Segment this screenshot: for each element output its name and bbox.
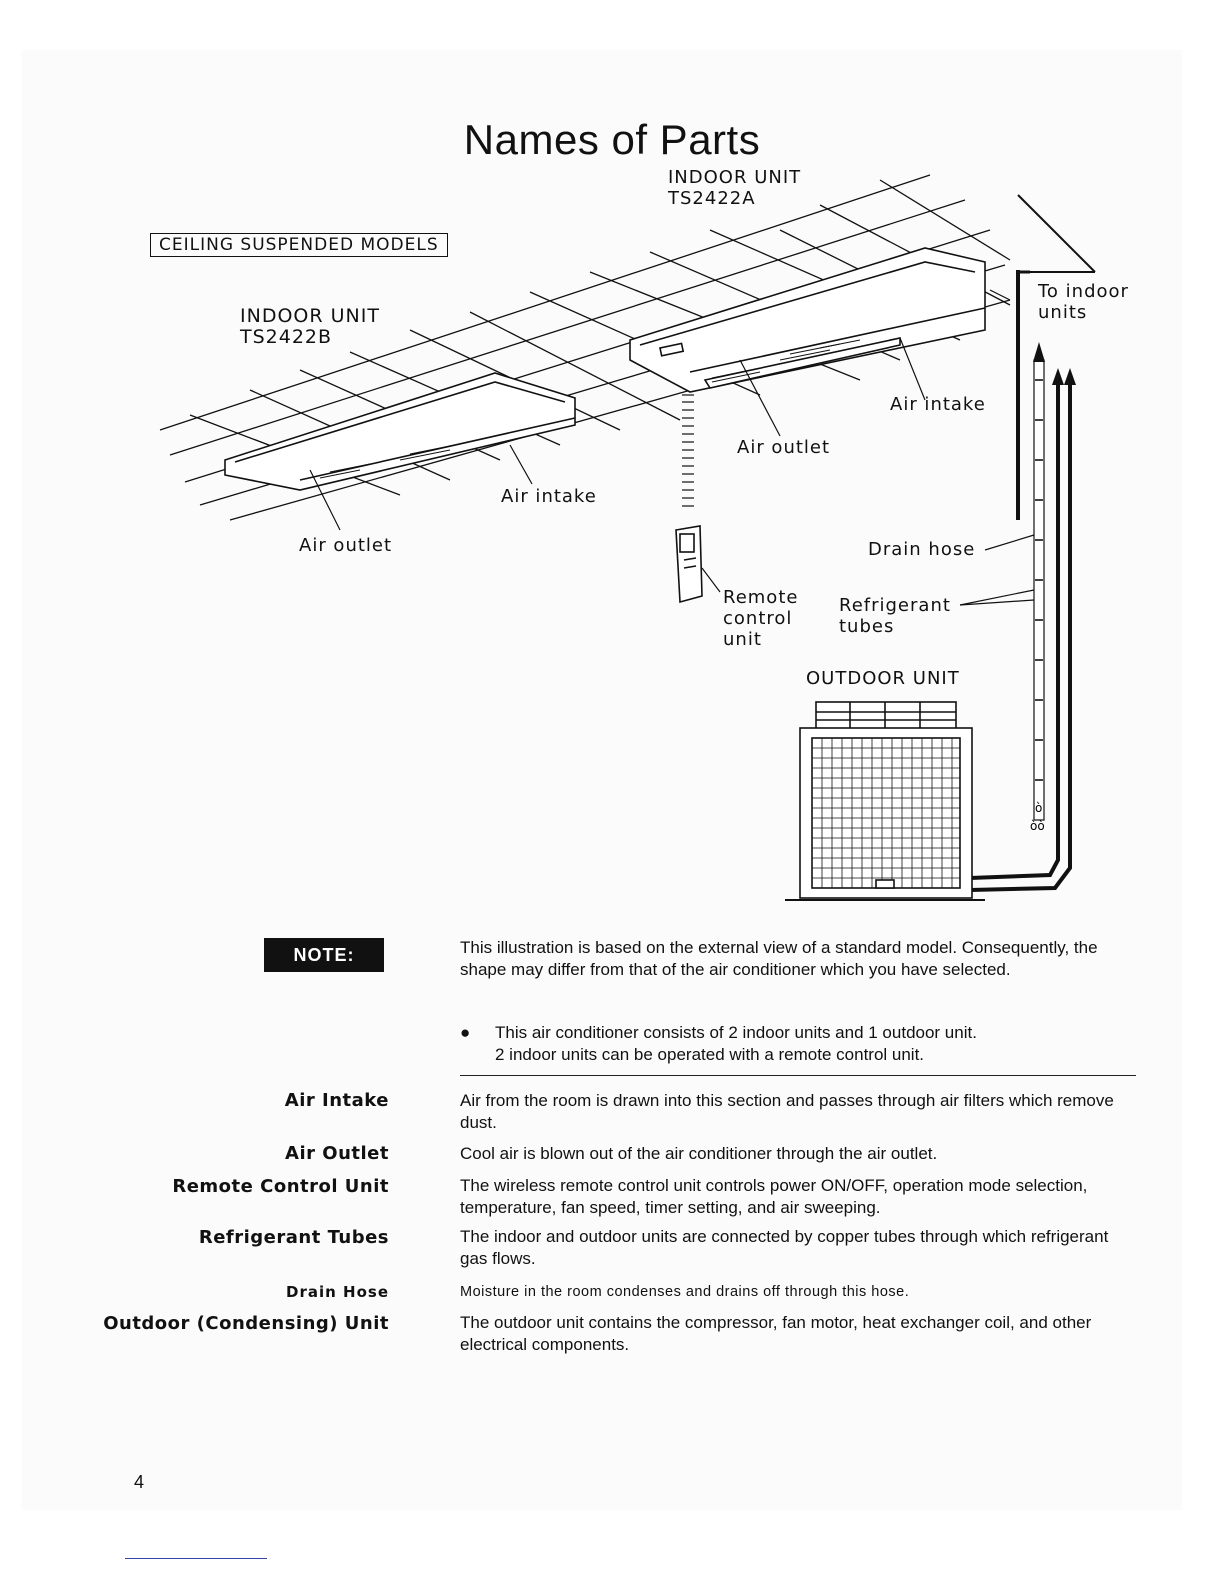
refrigerant-tubes-drawing: ò òò: [969, 270, 1076, 892]
leader-lines: [309, 289, 1035, 606]
models-box: CEILING SUSPENDED MODELS: [150, 233, 448, 257]
indoor-unit-a-title: INDOOR UNIT: [668, 167, 802, 188]
svg-text:ò: ò: [1035, 801, 1042, 815]
page-title: Names of Parts: [463, 116, 761, 164]
indoor-unit-b-label: INDOOR UNIT TS2422B: [240, 306, 380, 348]
tube-dividers: [1035, 379, 1043, 781]
indoor-unit-b-drawing: [224, 372, 576, 491]
divider: [460, 1075, 1136, 1076]
refrigerant-label: Refrigerant tubes: [839, 595, 951, 637]
refrigerant-line1: Refrigerant: [839, 595, 951, 616]
to-indoor-line1: To indoor: [1038, 281, 1129, 302]
outdoor-unit-drawing: [785, 701, 985, 901]
to-indoor-arrow: [1017, 194, 1096, 273]
part-desc: Moisture in the room condenses and drain…: [460, 1284, 910, 1300]
part-term: Air Outlet: [285, 1143, 389, 1164]
indoor-unit-b-model: TS2422B: [240, 326, 333, 348]
page-number: 4: [134, 1472, 145, 1492]
remote-control-drawing: [675, 525, 703, 604]
part-desc: The wireless remote control unit control…: [460, 1176, 1088, 1217]
part-term: Refrigerant Tubes: [198, 1227, 389, 1248]
part-term: Outdoor (Condensing) Unit: [103, 1313, 389, 1334]
indoor-unit-a-model: TS2422A: [668, 188, 756, 209]
part-desc: The indoor and outdoor units are connect…: [460, 1227, 1109, 1268]
bullet-line1: This air conditioner consists of 2 indoo…: [495, 1023, 977, 1042]
note-badge: NOTE:: [264, 938, 384, 972]
air-intake-right-label: Air intake: [890, 394, 986, 415]
to-indoor-label: To indoor units: [1038, 281, 1129, 323]
parts-illustration: ò òò: [159, 174, 1096, 901]
indoor-unit-a-label: INDOOR UNIT TS2422A: [668, 167, 801, 209]
remote-signal-dashes: [682, 394, 694, 507]
remote-label: Remote control unit: [723, 587, 798, 650]
part-desc: Cool air is blown out of the air conditi…: [460, 1144, 938, 1163]
drain-hose-label: Drain hose: [868, 539, 976, 560]
part-term: Remote Control Unit: [172, 1176, 389, 1197]
part-term: Air Intake: [284, 1090, 389, 1111]
part-desc: The outdoor unit contains the compressor…: [460, 1313, 1092, 1354]
air-outlet-right-label: Air outlet: [737, 437, 831, 458]
bullet-text: This air conditioner consists of 2 indoo…: [495, 1022, 1135, 1066]
note-text: This illustration is based on the extern…: [460, 938, 1098, 979]
outdoor-unit-label: OUTDOOR UNIT: [806, 668, 960, 689]
part-term: Drain Hose: [286, 1283, 389, 1301]
remote-line1: Remote: [723, 587, 799, 608]
bullet-dot: ●: [460, 1023, 471, 1042]
remote-line2: control: [723, 608, 793, 629]
indoor-unit-a-drawing: [629, 247, 986, 393]
refrigerant-line2: tubes: [839, 616, 895, 637]
footer-line: [125, 1558, 267, 1559]
part-desc: Air from the room is drawn into this sec…: [460, 1091, 1114, 1132]
to-indoor-line2: units: [1038, 302, 1088, 323]
air-outlet-left-label: Air outlet: [299, 535, 393, 556]
indoor-unit-b-title: INDOOR UNIT: [240, 305, 380, 327]
svg-text:òò: òò: [1030, 819, 1045, 833]
air-intake-left-label: Air intake: [501, 486, 597, 507]
bullet-line2: 2 indoor units can be operated with a re…: [495, 1045, 925, 1064]
remote-line3: unit: [723, 629, 762, 650]
